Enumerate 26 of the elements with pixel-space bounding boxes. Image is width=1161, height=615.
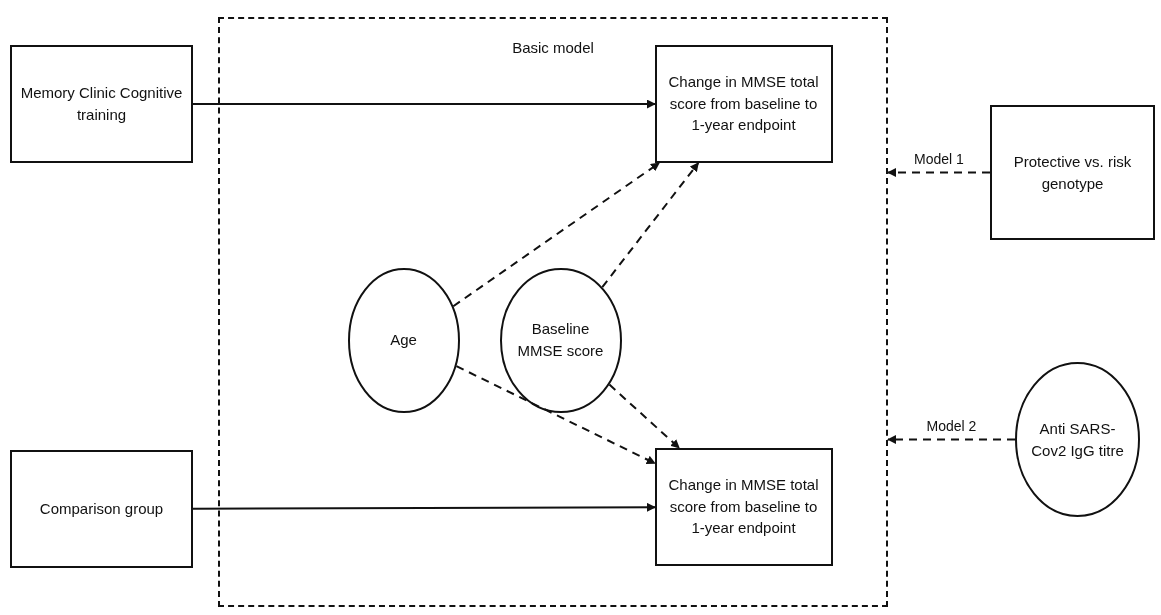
dashed-arrow (452, 162, 661, 308)
box-label: Change in MMSE total score from baseline to 1-year endpoint (667, 71, 820, 136)
ellipse-node (347, 267, 460, 413)
dashed-arrow (887, 435, 1016, 444)
process-box (990, 105, 1155, 240)
box-label: Memory Clinic Cognitive training (19, 83, 184, 125)
dashed-arrow (601, 162, 700, 289)
process-box (10, 450, 193, 568)
dashed-group-frame (218, 17, 888, 607)
process-box (10, 45, 193, 163)
box-label: Change in MMSE total score from baseline to 1-year endpoint (667, 474, 820, 539)
process-box (654, 447, 833, 566)
node-label: Anti SARS-Cov2 IgG titre (1030, 418, 1125, 461)
ellipse-node (1015, 362, 1140, 517)
arrow (192, 502, 656, 512)
ellipse-node (499, 267, 622, 413)
arrow (192, 99, 656, 109)
box-label: Protective vs. risk genotype (1012, 151, 1133, 194)
node-label: Baseline MMSE score (516, 319, 605, 361)
process-box (654, 44, 833, 163)
group-title: Basic model (511, 38, 595, 58)
dashed-arrow (608, 383, 681, 449)
dashed-arrow (887, 168, 991, 177)
box-label: Comparison group (39, 499, 164, 520)
dashed-arrow (455, 365, 656, 465)
node-label: Age (389, 330, 418, 351)
